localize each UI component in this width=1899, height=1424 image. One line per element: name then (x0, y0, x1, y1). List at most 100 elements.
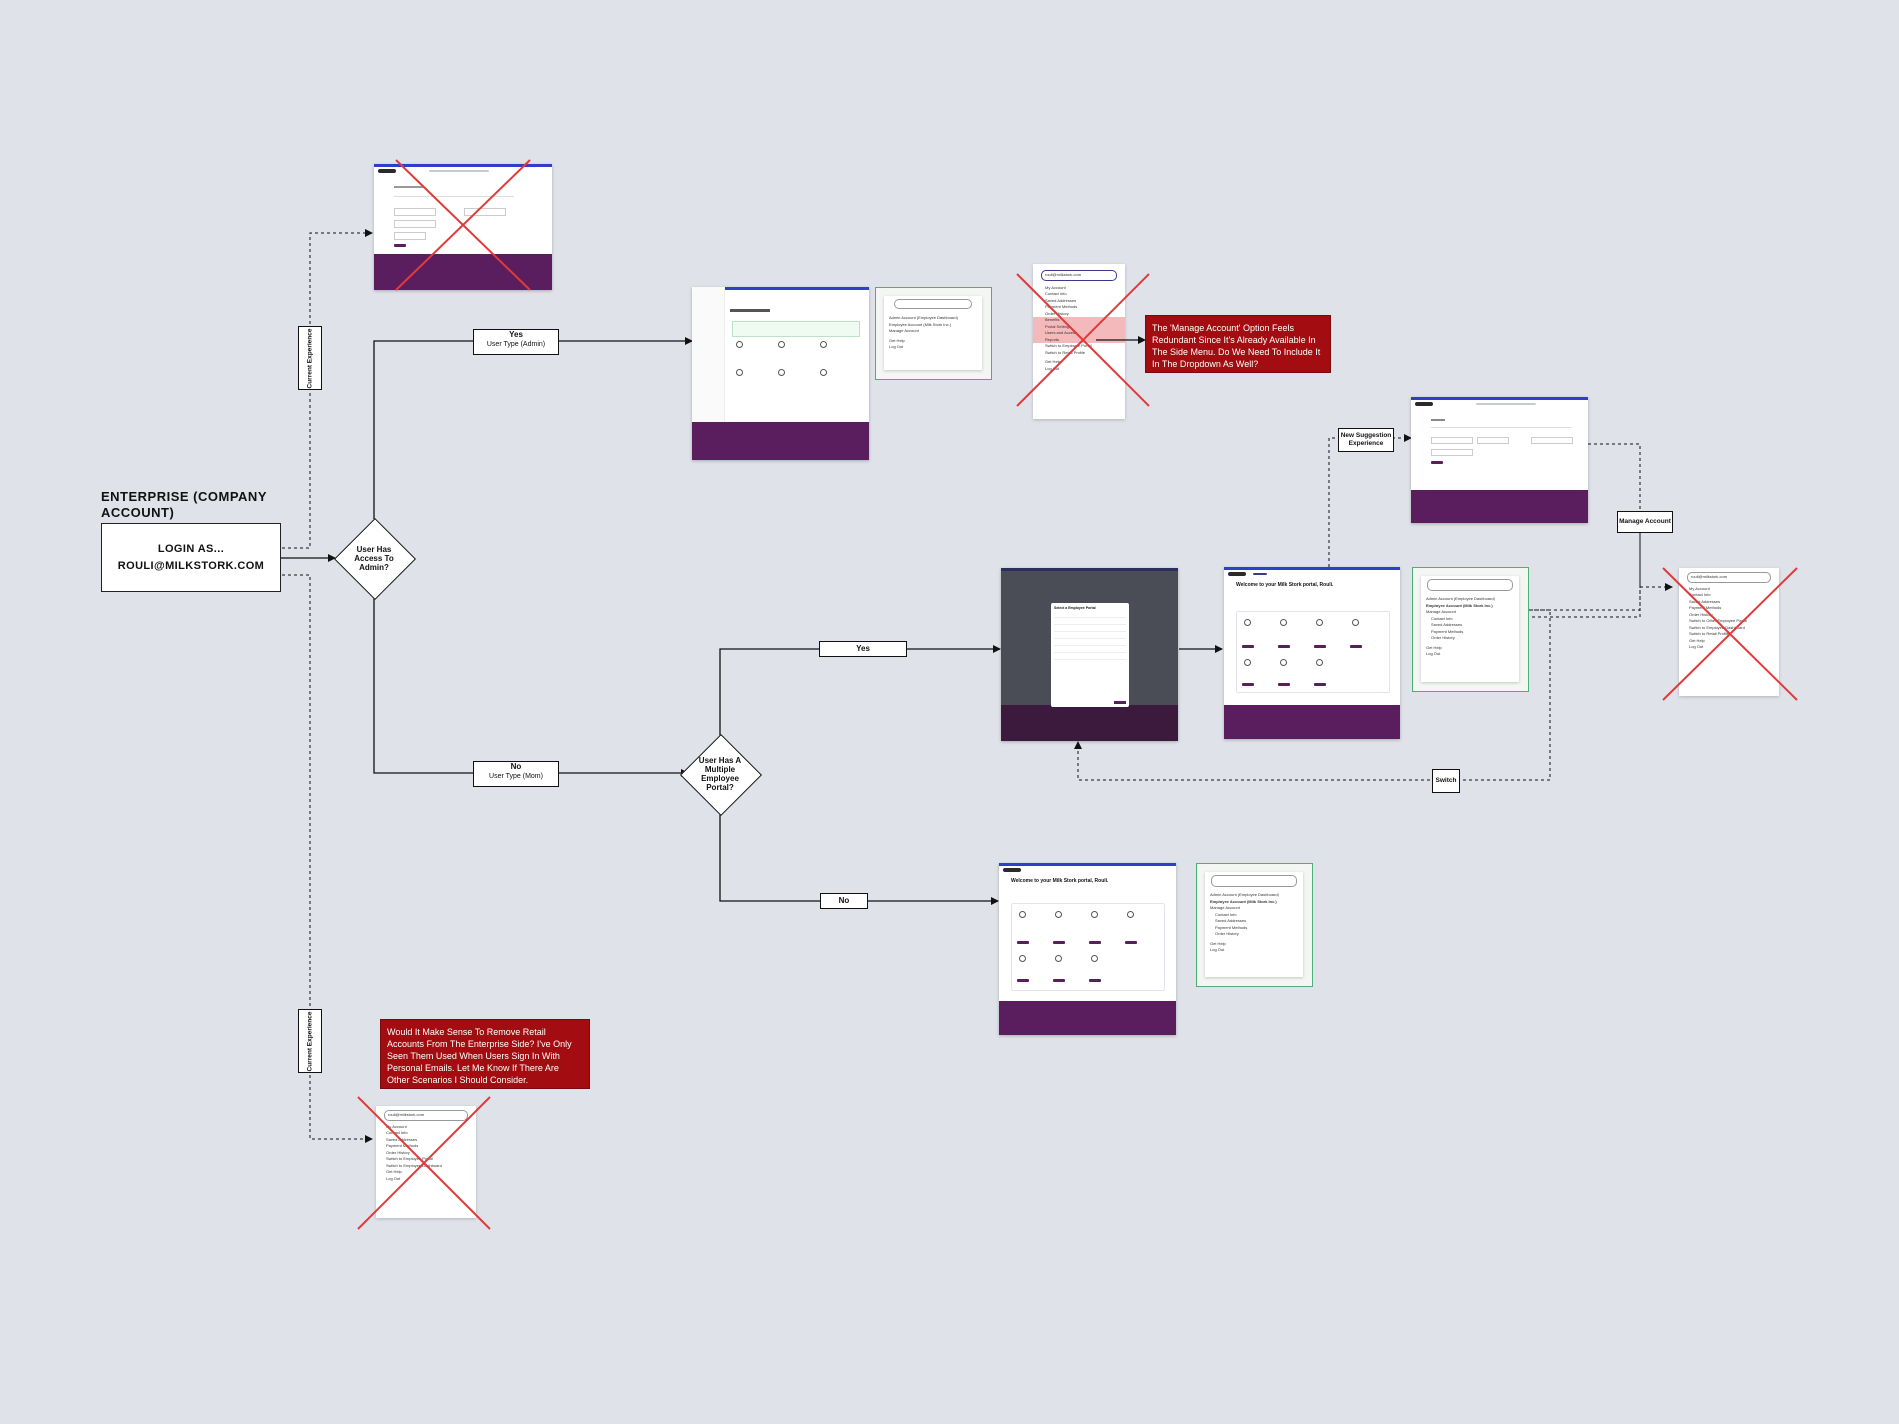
menu-single-item[interactable]: Log Out (1210, 947, 1225, 952)
tag-manage-account: Manage Account (1617, 511, 1673, 533)
cross-out-icon (357, 1096, 491, 1230)
screen-current-admin-settings (374, 164, 552, 290)
panel-employee-dropdown-single: Admin Account (Employee Dashboard) Emplo… (1196, 863, 1313, 987)
edge-to-right-menu (1500, 521, 1641, 611)
branch-no-mom-sub: User Type (Mom) (489, 773, 543, 780)
menu-right-item[interactable]: Switch to Employee Dashboard (1689, 624, 1745, 630)
panel-admin-dropdown: Admin Account (Employee Dashboard) Emplo… (875, 287, 992, 380)
menu-employee-item[interactable]: Payment Methods (1431, 628, 1464, 634)
menu-crossed-item[interactable]: Benefits (1033, 317, 1125, 324)
screen-employee-dashboard-multi: Welcome to your Milk Stork portal, Rouli… (1224, 567, 1400, 739)
menu-right-item[interactable]: Switch to Other Employee Portal (1689, 618, 1747, 623)
login-line-1: LOGIN AS... (157, 542, 225, 555)
menu-single-item[interactable]: Payment Methods (1215, 924, 1248, 930)
branch-yes-admin-label: Yes (509, 330, 523, 339)
menu-retail-item[interactable]: Switch to Employee Portal (386, 1156, 433, 1161)
tag-current-experience-bottom: Current Experience (298, 1009, 322, 1073)
login-line-2: ROULI@MILKSTORK.COM (117, 559, 265, 572)
menu-single-item[interactable]: Get Help (1210, 940, 1226, 946)
menu-email-pill[interactable]: rouli@milkstork.com (384, 1110, 468, 1121)
menu-admin-item[interactable]: Employee Account (Milk Stork Inc.) (889, 321, 952, 327)
menu-retail-item[interactable]: Saved Addresses (386, 1136, 418, 1142)
tag-switch: Switch (1432, 769, 1460, 793)
cross-out-icon (395, 159, 531, 291)
tag-current-experience-top: Current Experience (298, 326, 322, 390)
menu-retail-item[interactable]: Payment Methods (386, 1143, 419, 1148)
menu-single-item[interactable]: Order History (1215, 931, 1239, 936)
edge-current-bottom (282, 574, 373, 1143)
menu-crossed-item[interactable]: Saved Addresses (1045, 297, 1077, 303)
menu-single-item[interactable]: Saved Addresses (1215, 918, 1247, 923)
menu-admin-item[interactable]: Get Help (889, 337, 905, 343)
menu-admin-item[interactable]: Admin Account (Employee Dashboard) (889, 315, 958, 320)
login-node: LOGIN AS... ROULI@MILKSTORK.COM (101, 523, 281, 592)
menu-right-item[interactable]: Order History (1689, 611, 1713, 617)
branch-yes-multi: Yes (819, 641, 907, 657)
modal-title: Select a Employee Portal (1054, 606, 1096, 610)
edge-admin-yes (373, 340, 473, 519)
menu-right-item[interactable]: Get Help (1689, 637, 1705, 643)
menu-crossed-item[interactable]: Contact Info (1045, 291, 1067, 296)
edge-admin-no (373, 597, 473, 774)
menu-employee-item[interactable]: Employee Account (Milk Stork Inc.) (1426, 602, 1493, 608)
decision-multi-label: User Has A Multiple Employee Portal? (698, 756, 742, 792)
menu-retail-item[interactable]: Contact Info (386, 1130, 408, 1135)
menu-crossed-item[interactable]: Payment Methods (1045, 304, 1078, 309)
branch-yes-admin: Yes User Type (Admin) (473, 329, 559, 355)
menu-employee-item[interactable]: Get Help (1426, 644, 1442, 650)
menu-crossed-item[interactable]: Switch to Retail Profile (1045, 349, 1086, 355)
menu-email-pill[interactable]: rouli@milkstork.com (1041, 270, 1117, 281)
menu-employee-item[interactable]: Saved Addresses (1431, 622, 1463, 627)
menu-retail-item[interactable]: Switch to Employee Dashboard (386, 1162, 442, 1168)
menu-admin-item[interactable]: Manage Account (889, 328, 919, 333)
menu-retail-item: My Account (386, 1123, 407, 1129)
decision-admin-label: User Has Access To Admin? (354, 544, 394, 572)
screen-select-portal-modal: Select a Employee Portal (1001, 568, 1178, 741)
menu-right-item[interactable]: Payment Methods (1689, 605, 1722, 610)
menu-retail-item[interactable]: Order History (386, 1149, 410, 1155)
menu-crossed-item[interactable]: Get Help (1045, 359, 1061, 364)
arrow-to-note (1096, 336, 1146, 344)
cross-out-icon (1016, 273, 1150, 407)
note-retail-accounts: Would It Make Sense To Remove Retail Acc… (380, 1019, 590, 1089)
branch-yes-multi-label: Yes (856, 644, 870, 653)
menu-crossed-item[interactable]: Users and Access (1033, 330, 1125, 337)
screen-admin-home (692, 287, 869, 460)
menu-crossed-item: My Account (1045, 284, 1066, 290)
menu-right-item[interactable]: Switch to Retail Profile (1689, 631, 1730, 636)
branch-no-multi-label: No (838, 896, 850, 905)
menu-employee-item[interactable]: Order History (1431, 635, 1455, 640)
note-manage-account: The 'Manage Account' Option Feels Redund… (1145, 315, 1331, 373)
menu-employee-item[interactable]: Admin Account (Employee Dashboard) (1426, 596, 1495, 601)
menu-single-item[interactable]: Employee Account (Milk Stork Inc.) (1210, 898, 1277, 904)
menu-single-item[interactable]: Contact Info (1215, 911, 1237, 917)
menu-email-pill[interactable]: rouli@milkstork.com (1687, 572, 1771, 583)
menu-employee-item[interactable]: Contact Info (1431, 615, 1453, 621)
menu-right-item[interactable]: Log Out (1689, 644, 1704, 649)
menu-crossed-item[interactable]: Portal Settings (1033, 323, 1125, 330)
menu-retail-item[interactable]: Log Out (386, 1175, 401, 1181)
menu-crossed-item[interactable]: Switch to Employee Portal (1045, 343, 1092, 348)
branch-no-mom-label: No (510, 762, 522, 771)
edge-multi-no (719, 807, 820, 902)
menu-single-item[interactable]: Admin Account (Employee Dashboard) (1210, 892, 1279, 897)
edge-multi-yes (719, 648, 819, 741)
screen-employee-dashboard-single: Welcome to your Milk Stork portal, Rouli… (999, 863, 1176, 1035)
menu-single-item[interactable]: Manage Account (1210, 905, 1240, 910)
menu-crossed-item[interactable]: Reports (1033, 336, 1125, 343)
menu-crossed-admin: rouli@milkstork.com My Account Contact I… (1033, 264, 1125, 419)
menu-admin-item[interactable]: Log Out (889, 344, 904, 349)
branch-no-mom: No User Type (Mom) (473, 761, 559, 787)
menu-retail-item[interactable]: Get Help (386, 1169, 402, 1174)
menu-right-item[interactable]: Saved Addresses (1689, 598, 1721, 604)
menu-employee-item[interactable]: Manage Account (1426, 609, 1456, 614)
edge-new-suggestion (1328, 437, 1338, 567)
menu-right-item[interactable]: Contact Info (1689, 592, 1711, 597)
menu-right-item: My Account (1689, 585, 1710, 591)
menu-employee-item[interactable]: Log Out (1426, 651, 1441, 656)
branch-yes-admin-sub: User Type (Admin) (486, 341, 546, 348)
tag-current-experience-top-text: Current Experience (306, 328, 314, 388)
menu-crossed-item[interactable]: Log Out (1045, 365, 1060, 371)
edge-current-top (282, 229, 373, 549)
